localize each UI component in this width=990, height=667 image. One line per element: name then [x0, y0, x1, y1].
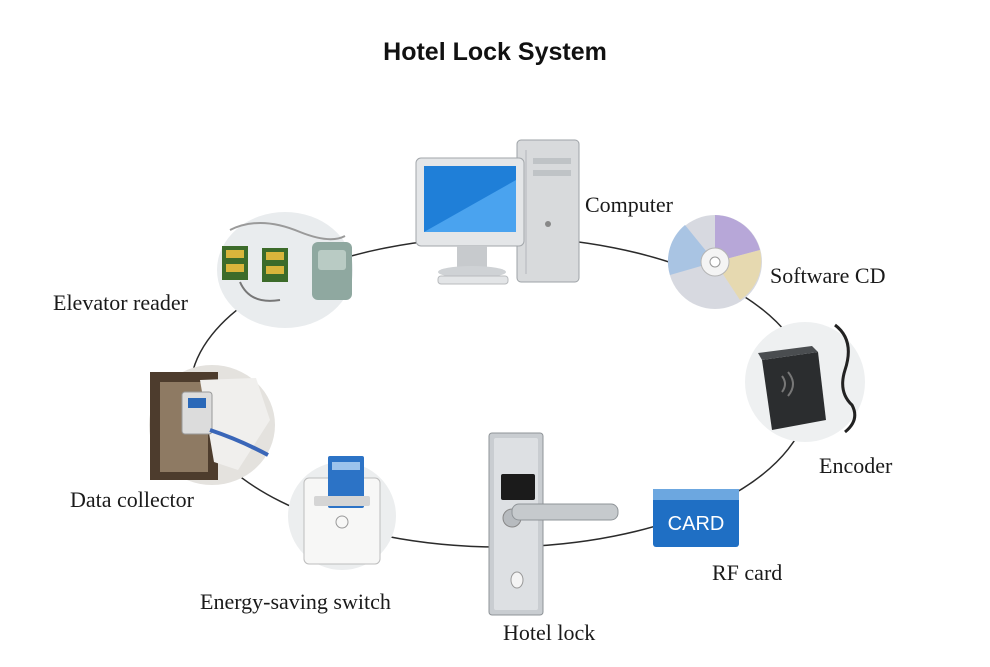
diagram-title: Hotel Lock System: [383, 38, 607, 66]
label-data-collector: Data collector: [70, 487, 194, 512]
encoder-image: [745, 322, 865, 442]
label-hotel-lock: Hotel lock: [503, 620, 596, 645]
data-collector-image: [149, 365, 275, 485]
label-elevator-reader: Elevator reader: [53, 290, 188, 315]
label-energy-saving-switch: Energy-saving switch: [200, 589, 391, 614]
label-rf-card: RF card: [712, 560, 783, 585]
energy-saving-switch-image: [288, 456, 396, 570]
rf-card-image: CARD: [653, 489, 739, 547]
label-computer: Computer: [585, 192, 673, 217]
hotel-lock-image: [488, 432, 619, 616]
elevator-reader-image: [217, 212, 353, 328]
label-software-cd: Software CD: [770, 263, 886, 288]
software-cd-image: [667, 215, 762, 309]
rf-card-text: CARD: [668, 513, 725, 535]
label-encoder: Encoder: [819, 453, 893, 478]
computer-image: [415, 139, 580, 285]
